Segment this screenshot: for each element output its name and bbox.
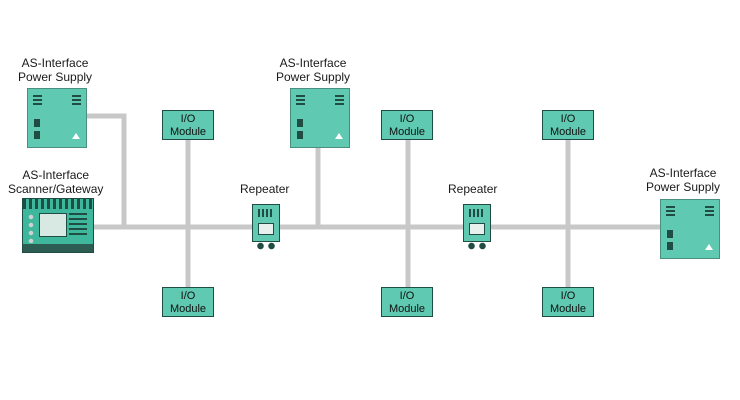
power-supply-device [290,88,350,148]
power-supply-device [660,199,720,259]
ps1-drop-line [84,113,127,227]
repeater-device [252,204,280,250]
power-supply-device [27,88,87,148]
repeater-device [463,204,491,250]
scanner-gateway-device [22,198,94,253]
repeater-label: Repeater [448,182,498,196]
repeater-label: Repeater [240,182,290,196]
